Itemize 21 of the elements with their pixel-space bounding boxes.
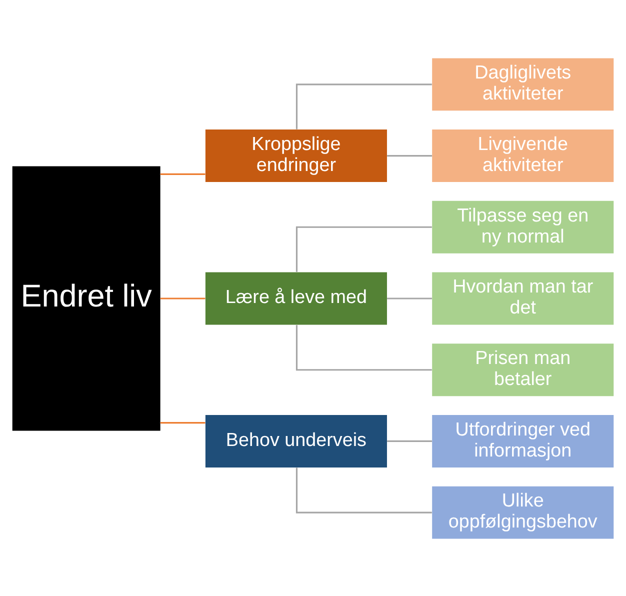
connector: [160, 297, 206, 299]
connector: [296, 83, 432, 129]
connector: [160, 422, 206, 424]
connector: [296, 324, 432, 370]
connector: [160, 172, 206, 174]
connector: [296, 226, 432, 272]
node-box: Livgivende aktiviteter: [432, 129, 614, 182]
connector: [296, 467, 432, 513]
node-box: Hvordan man tar det: [432, 272, 614, 324]
connector: [387, 297, 432, 299]
node-box: Tilpasse seg en ny normal: [432, 200, 614, 253]
node-box: Lære å leve med: [205, 272, 387, 324]
node-box: Endret liv: [12, 166, 160, 430]
connector: [387, 440, 432, 442]
node-box: Prisen man betaler: [432, 343, 614, 396]
connector: [387, 154, 432, 156]
node-box: Behov underveis: [205, 414, 387, 467]
node-box: Ulike oppfølgingsbehov: [432, 486, 614, 538]
node-box: Utfordringer ved informasjon: [432, 414, 614, 467]
node-box: Kroppslige endringer: [205, 129, 387, 182]
node-box: Dagliglivets aktiviteter: [432, 58, 614, 110]
